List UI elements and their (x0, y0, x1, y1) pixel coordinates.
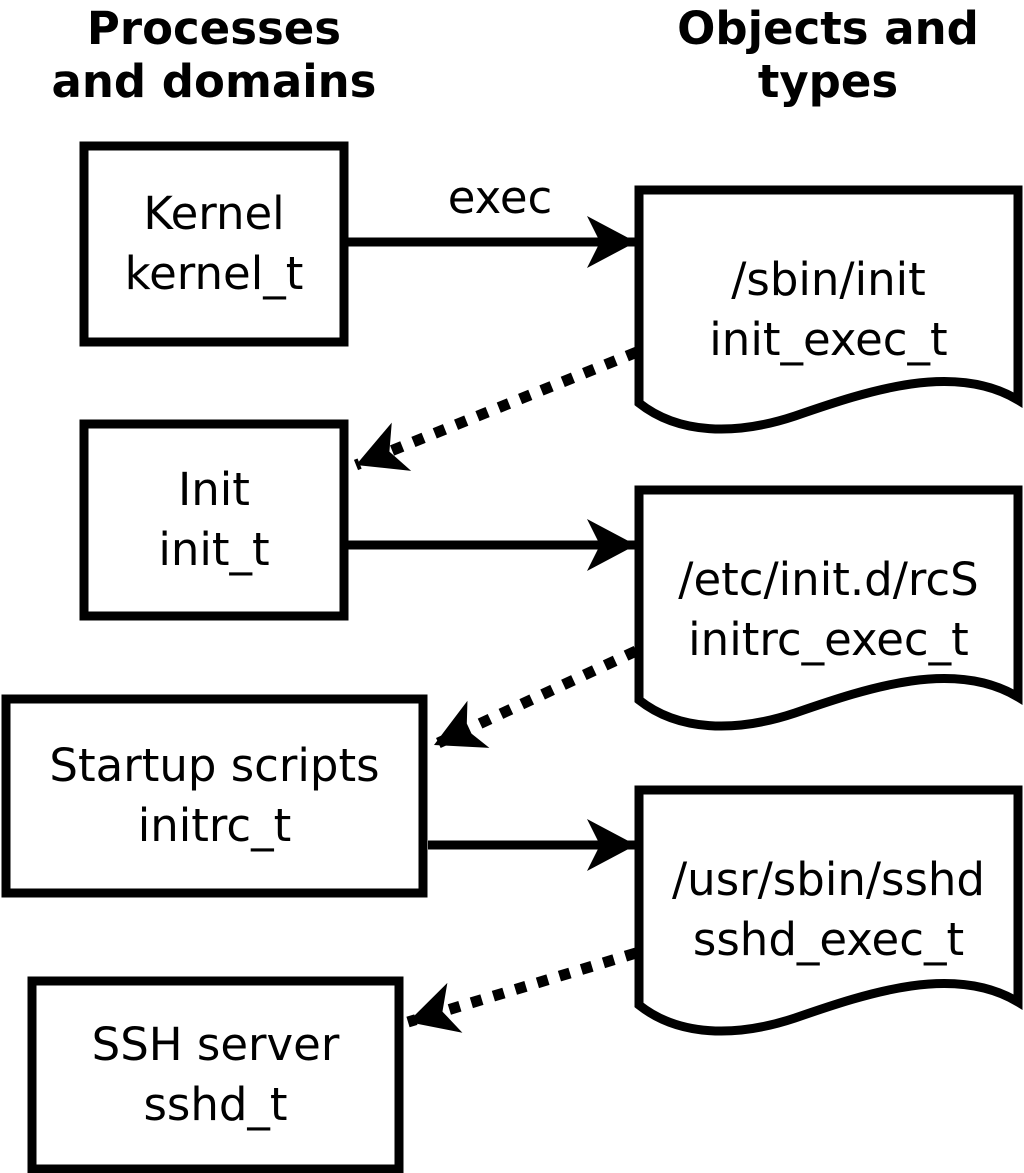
object-path: /usr/sbin/sshd (672, 853, 985, 906)
startup-scripts-box-label: Startup scripts initrc_t (6, 699, 423, 893)
process-domain: initrc_t (137, 799, 292, 852)
kernel-box-label: Kernel kernel_t (84, 146, 344, 342)
process-name: Kernel (143, 187, 285, 240)
processes-column-title-line2: and domains (51, 55, 377, 108)
document-init-exec (634, 185, 1023, 434)
box-kernel (79, 141, 349, 347)
init-exec-document-label: /sbin/init init_exec_t (639, 190, 1018, 430)
object-path: /sbin/init (731, 253, 926, 306)
object-type: sshd_exec_t (692, 913, 965, 966)
object-type: init_exec_t (709, 313, 948, 366)
processes-column-title: Processes and domains (24, 2, 404, 108)
box-startup-scripts (1, 694, 428, 898)
process-domain: kernel_t (124, 247, 304, 300)
box-ssh-server (27, 976, 404, 1173)
transition-arrow-to-init (353, 346, 640, 471)
sshd-exec-document-label: /usr/sbin/sshd sshd_exec_t (639, 790, 1018, 1030)
process-name: Init (178, 463, 250, 516)
process-name: Startup scripts (49, 739, 380, 792)
ssh-server-box-label: SSH server sshd_t (32, 981, 399, 1169)
box-init (79, 419, 349, 621)
initrc-exec-document-label: /etc/init.d/rcS initrc_exec_t (639, 490, 1018, 730)
object-path: /etc/init.d/rcS (678, 553, 979, 606)
objects-column-title-line1: Objects and (677, 2, 979, 55)
transition-arrow-to-ssh-server (406, 947, 638, 1033)
process-domain: sshd_t (143, 1078, 288, 1131)
objects-column-title-line2: types (757, 55, 899, 108)
process-domain: init_t (158, 523, 270, 576)
exec-arrow-label: exec (447, 171, 553, 224)
objects-column-title: Objects and types (638, 2, 1018, 108)
processes-column-title-line1: Processes (86, 2, 342, 55)
init-box-label: Init init_t (84, 424, 344, 616)
object-type: initrc_exec_t (688, 613, 969, 666)
transition-arrow-to-startup-scripts (431, 646, 639, 750)
document-initrc-exec (634, 485, 1023, 731)
process-name: SSH server (91, 1018, 340, 1071)
document-sshd-exec (634, 785, 1023, 1036)
